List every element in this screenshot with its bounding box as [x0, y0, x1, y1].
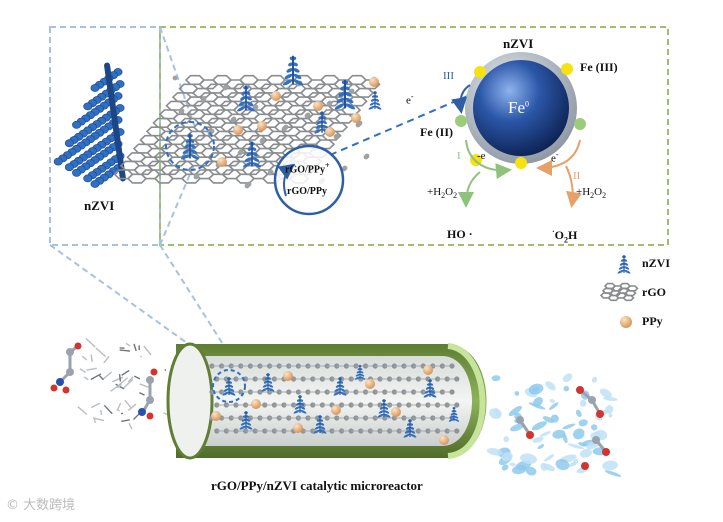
zoom-line-left: [49, 244, 223, 369]
path-i-branch: [458, 171, 481, 208]
pollutant-debris: [77, 337, 170, 430]
legend-ppy-icon: [620, 316, 632, 328]
nzvi-label-left: nZVI: [84, 198, 115, 213]
fe-iii-label: Fe (III): [580, 60, 618, 74]
nzvi-dendrite: [333, 377, 347, 396]
o2h-radical-label: ·O2H: [552, 227, 578, 245]
nzvi-dendrite: [314, 111, 330, 134]
nzvi-dendrite: [617, 255, 631, 274]
electron-label-sheet: e-: [406, 92, 414, 107]
treated-water-splash: [486, 373, 622, 477]
nzvi-dendrite: [377, 399, 391, 418]
fe3-site: [515, 157, 527, 169]
nzvi-dendrite: [368, 91, 382, 110]
nzvi-dendrite: [403, 419, 417, 438]
nzvi-dendrite: [293, 395, 307, 414]
h2o2-left-label: +H2O2: [427, 186, 458, 201]
rgo-ppy-cycle-arrow: [277, 163, 296, 197]
path-i-arrow: [465, 139, 512, 180]
product-molecule: [516, 416, 534, 439]
nzvi-dendrite: [239, 411, 253, 430]
nzvi-dendrite: [222, 377, 236, 396]
microreactor-caption: rGO/PPy/nZVI catalytic microreactor: [211, 478, 423, 493]
fe0-core: [473, 60, 569, 156]
nzvi-dendrite: [334, 79, 356, 110]
electron-label-right: e-: [551, 150, 559, 165]
fe-ii-label: Fe (II): [420, 125, 453, 139]
rgo-ppy-redox-circle: [273, 144, 345, 216]
path-ii-arrow: [536, 139, 581, 176]
tube-zoom-circle: [212, 369, 246, 403]
legend-nzvi-icon: [617, 255, 631, 274]
nzvi-dendrite: [313, 415, 327, 434]
rgo-ppy-plus-label: rGO/PPy+: [285, 161, 330, 176]
nzvi-label-top: nZVI: [503, 36, 534, 51]
product-molecule: [576, 386, 604, 418]
fe2-site: [455, 115, 467, 127]
nzvi-zoom-panel: [49, 26, 161, 246]
tube-nzvi-particles: [222, 364, 460, 438]
nzvi-dendrite: [181, 133, 199, 160]
path-i-label: I: [457, 150, 461, 162]
nzvi-dendrite: [282, 55, 304, 86]
fe0-label: Fe0: [508, 98, 529, 117]
legend-nzvi-label: nZVI: [642, 256, 671, 270]
zoom-line-bottom: [159, 159, 197, 246]
zoom-line-mech: [329, 94, 471, 156]
sheet-ppy-particles: [217, 77, 379, 167]
nzvi-dendrite: [243, 141, 261, 168]
sheet-zoom-circle: [165, 121, 215, 171]
nzvi-dendrite: [237, 85, 255, 112]
tube-opening: [166, 342, 214, 460]
legend-rgo-label: rGO: [642, 285, 666, 299]
h2o2-right-label: +H2O2: [576, 186, 607, 201]
ho-radical-label: HO ·: [447, 227, 473, 241]
nzvi-dendrite-large: [53, 62, 126, 188]
fe2-site: [574, 118, 586, 130]
sheet-nzvi-particles: [181, 55, 382, 168]
watermark: © 大数跨境: [6, 498, 76, 513]
tube-inner-graphene: [209, 363, 460, 434]
zoom-line-top: [159, 26, 197, 131]
nzvi-dendrite: [261, 373, 275, 392]
path-iii-arrow: [451, 84, 471, 114]
pollutant-molecule: [50, 342, 82, 394]
rgo-ppy-label: rGO/PPy: [287, 186, 327, 197]
tube-outer-highlight: [447, 343, 486, 459]
product-molecule: [581, 436, 610, 470]
path-ii-branch: [565, 165, 582, 208]
tube-ppy-particles: [211, 365, 449, 445]
legend-rgo-icon: [599, 282, 639, 302]
fe3-site: [561, 63, 573, 75]
pollutant-molecule: [138, 368, 158, 420]
path-ii-label: II: [573, 170, 581, 182]
fe3-site: [474, 66, 486, 78]
path-iii-label: III: [443, 70, 454, 82]
minus-electron-label: -e: [477, 150, 486, 162]
legend-ppy-label: PPy: [642, 314, 663, 328]
nzvi-dendrite: [423, 379, 437, 398]
nzvi-dendrite: [448, 406, 460, 422]
nzvi-dendrite: [354, 364, 366, 380]
